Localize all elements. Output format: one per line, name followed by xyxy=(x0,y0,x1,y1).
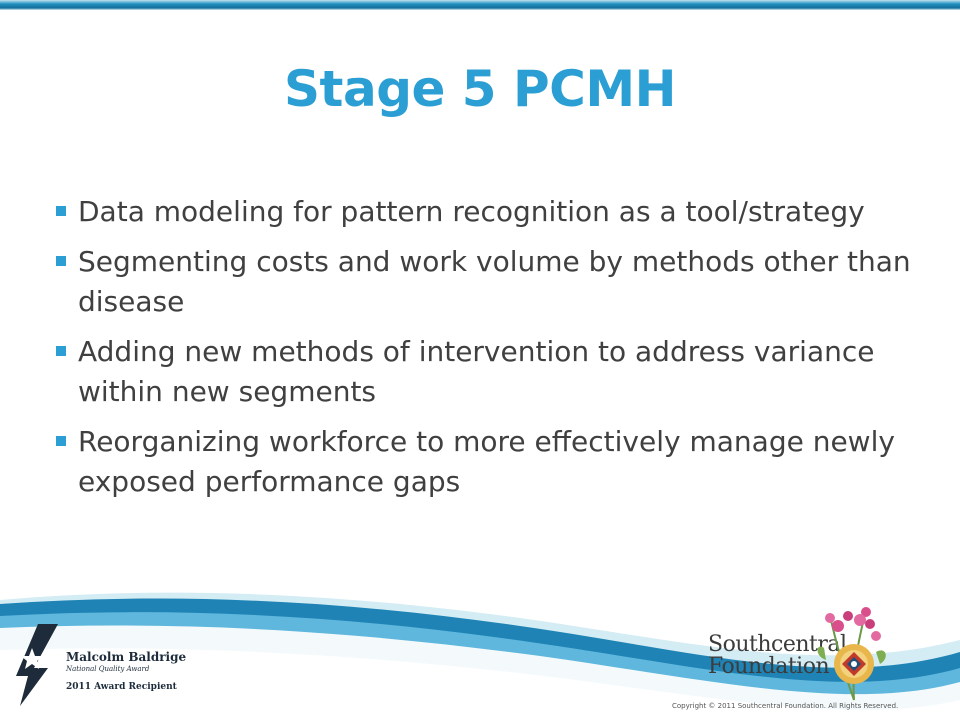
bullet-text: Adding new methods of intervention to ad… xyxy=(78,335,875,408)
copyright-notice: Copyright © 2011 Southcentral Foundation… xyxy=(672,702,899,710)
baldrige-title: Malcolm Baldrige xyxy=(66,650,187,664)
baldrige-star-logo-icon xyxy=(16,624,58,706)
bullet-item: Segmenting costs and work volume by meth… xyxy=(56,242,936,322)
bullet-text: Segmenting costs and work volume by meth… xyxy=(78,245,911,318)
bullet-list: Data modeling for pattern recognition as… xyxy=(56,192,936,512)
bullet-item: Reorganizing workforce to more effective… xyxy=(56,422,936,502)
baldrige-recipient: 2011 Award Recipient xyxy=(66,682,177,692)
square-bullet-icon xyxy=(56,256,66,266)
bullet-item: Adding new methods of intervention to ad… xyxy=(56,332,936,412)
organization-name-line2: Foundation xyxy=(708,654,830,679)
baldrige-subtitle: National Quality Award xyxy=(66,665,150,673)
baldrige-award-logo: Malcolm Baldrige National Quality Award … xyxy=(12,620,212,710)
fireweed-flower-logo-icon xyxy=(817,607,886,701)
bullet-item: Data modeling for pattern recognition as… xyxy=(56,192,936,232)
bullet-text: Reorganizing workforce to more effective… xyxy=(78,425,895,498)
square-bullet-icon xyxy=(56,206,66,216)
square-bullet-icon xyxy=(56,436,66,446)
slide-title: Stage 5 PCMH xyxy=(284,60,676,118)
top-accent-bar xyxy=(0,0,960,10)
square-bullet-icon xyxy=(56,346,66,356)
bullet-text: Data modeling for pattern recognition as… xyxy=(78,195,865,228)
